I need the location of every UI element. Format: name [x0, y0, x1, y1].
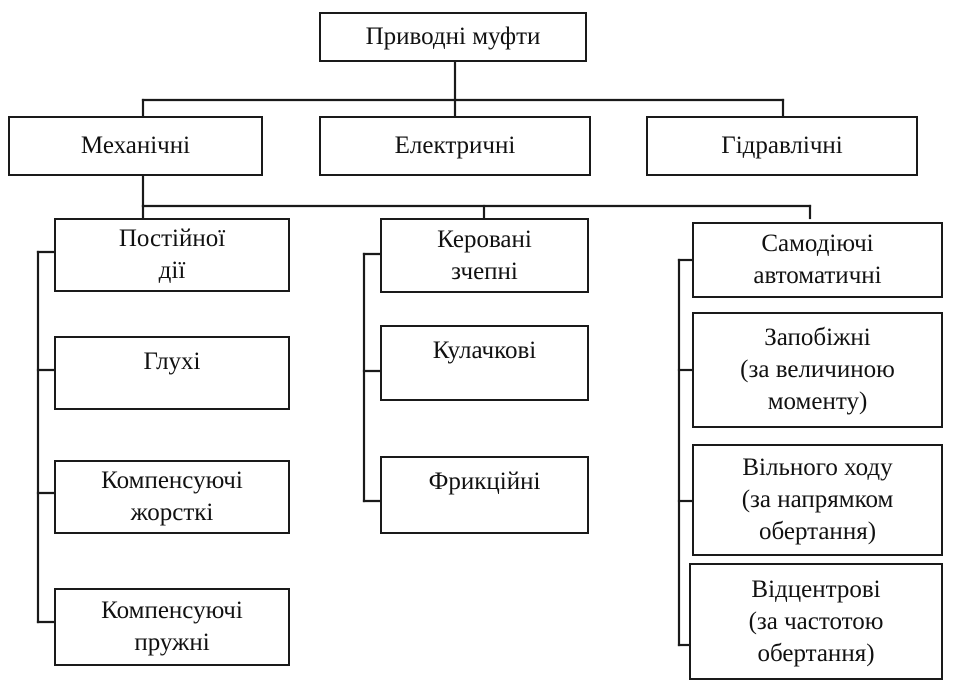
category-electric: Електричні [319, 116, 591, 176]
group-label: Постійної дії [118, 225, 226, 284]
item-label: Відцентрові (за частотою обертання) [748, 575, 884, 667]
item-label: Фрикційні [428, 468, 541, 495]
item-automatic-2: Вільного ходу (за напрямком обертання) [692, 444, 943, 556]
group-label: Самодіючі автоматичні [753, 230, 882, 289]
item-label: Запобіжні (за величиною моменту) [740, 324, 895, 415]
category-hydraulic: Гідравлічні [646, 116, 918, 176]
item-controlled-1: Кулачкові [380, 325, 589, 401]
item-automatic-1: Запобіжні (за величиною моменту) [692, 312, 943, 428]
group-controlled: Керовані зчепні [380, 218, 589, 293]
item-permanent-2: Компенсуючі жорсткі [54, 460, 290, 534]
item-controlled-2: Фрикційні [380, 456, 589, 534]
item-label: Компенсуючі жорсткі [101, 467, 243, 526]
item-label: Глухі [143, 348, 201, 375]
group-label: Керовані зчепні [437, 225, 532, 285]
category-label: Механічні [80, 132, 191, 159]
item-label: Кулачкові [432, 337, 537, 364]
item-automatic-3: Відцентрові (за частотою обертання) [689, 563, 943, 680]
item-permanent-3: Компенсуючі пружні [54, 588, 290, 666]
category-label: Гідравлічні [721, 132, 843, 159]
item-label: Вільного ходу (за напрямком обертання) [741, 454, 894, 545]
category-label: Електричні [394, 132, 516, 159]
item-label: Компенсуючі пружні [101, 597, 243, 656]
group-permanent: Постійної дії [54, 218, 290, 292]
group-automatic: Самодіючі автоматичні [692, 222, 943, 298]
category-mechanical: Механічні [8, 116, 263, 176]
item-permanent-1: Глухі [54, 336, 290, 410]
root-node: Приводні муфти [319, 12, 587, 62]
root-label: Приводні муфти [365, 23, 541, 50]
